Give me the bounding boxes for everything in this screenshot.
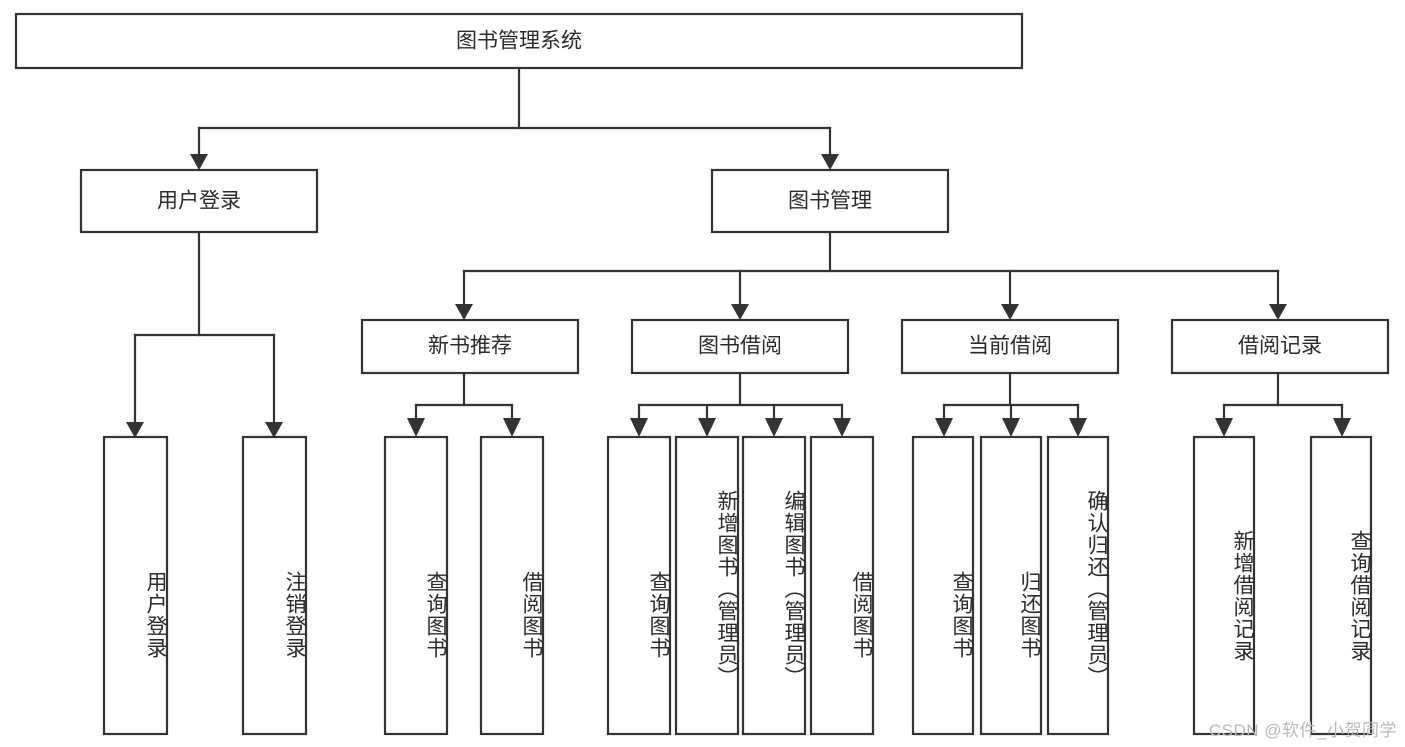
node-layer: 图书管理系统 用户登录 图书管理 新书推荐 图书借阅 当前借阅 借阅记录 — [14, 12, 1390, 736]
node-leaf-borrow-book-2[interactable] — [809, 435, 875, 736]
arrowhead-leaf-query-record — [1333, 418, 1351, 437]
node-leaf-return-book[interactable] — [979, 435, 1043, 736]
node-leaf-confirm-return[interactable] — [1046, 435, 1110, 736]
node-book-borrow-label: 图书借阅 — [698, 335, 782, 358]
node-current-borrow[interactable] — [900, 318, 1120, 375]
arrowhead-leaf-user-login — [126, 422, 144, 438]
arrowhead-borrow-record — [1269, 304, 1287, 320]
arrowhead-book-manage — [821, 154, 839, 170]
watermark: CSDN @软件_小贺同学 — [1208, 721, 1397, 740]
arrowhead-book-borrow — [731, 304, 749, 320]
arrowhead-current-borrow — [1001, 304, 1019, 320]
node-new-book-rec[interactable] — [360, 318, 580, 375]
arrowhead-user-login — [190, 154, 208, 170]
node-leaf-query-book-1[interactable] — [383, 435, 449, 736]
arrowhead-leaf-edit-book — [765, 418, 783, 437]
arrowhead-new-book-rec — [455, 304, 473, 320]
node-leaf-add-record[interactable] — [1192, 435, 1256, 736]
connector-layer — [126, 66, 1351, 438]
node-leaf-query-book-3[interactable] — [911, 435, 975, 736]
node-current-borrow-label: 当前借阅 — [968, 335, 1052, 358]
node-leaf-borrow-book-1[interactable] — [479, 435, 545, 736]
arrowhead-leaf-logout — [265, 422, 283, 438]
arrowhead-leaf-query-book-1 — [407, 418, 425, 437]
node-book-manage-label: 图书管理 — [788, 190, 872, 213]
arrowhead-leaf-query-book-3 — [935, 418, 953, 437]
node-leaf-edit-book[interactable] — [741, 435, 807, 736]
arrowhead-leaf-query-book-2 — [630, 418, 648, 437]
node-leaf-query-book-2[interactable] — [606, 435, 672, 736]
node-leaf-user-login[interactable] — [102, 435, 169, 736]
arrowhead-leaf-return-book — [1002, 418, 1020, 437]
node-leaf-logout[interactable] — [241, 435, 308, 736]
node-new-book-rec-label: 新书推荐 — [428, 335, 512, 358]
arrowhead-leaf-borrow-book-1 — [503, 418, 521, 437]
node-user-login-label: 用户登录 — [157, 190, 241, 213]
arrowhead-leaf-add-record — [1215, 418, 1233, 437]
node-book-borrow[interactable] — [630, 318, 850, 375]
arrowhead-leaf-confirm-return — [1069, 418, 1087, 437]
node-root[interactable] — [14, 12, 1024, 70]
node-leaf-query-record[interactable] — [1309, 435, 1373, 736]
node-book-manage[interactable] — [710, 168, 950, 234]
node-user-login[interactable] — [79, 168, 319, 234]
arrowhead-leaf-add-book — [698, 418, 716, 437]
node-leaf-add-book[interactable] — [674, 435, 740, 736]
node-root-label: 图书管理系统 — [456, 30, 582, 53]
arrowhead-leaf-borrow-book-2 — [833, 418, 851, 437]
node-borrow-record-label: 借阅记录 — [1238, 335, 1322, 358]
node-borrow-record[interactable] — [1170, 318, 1390, 375]
